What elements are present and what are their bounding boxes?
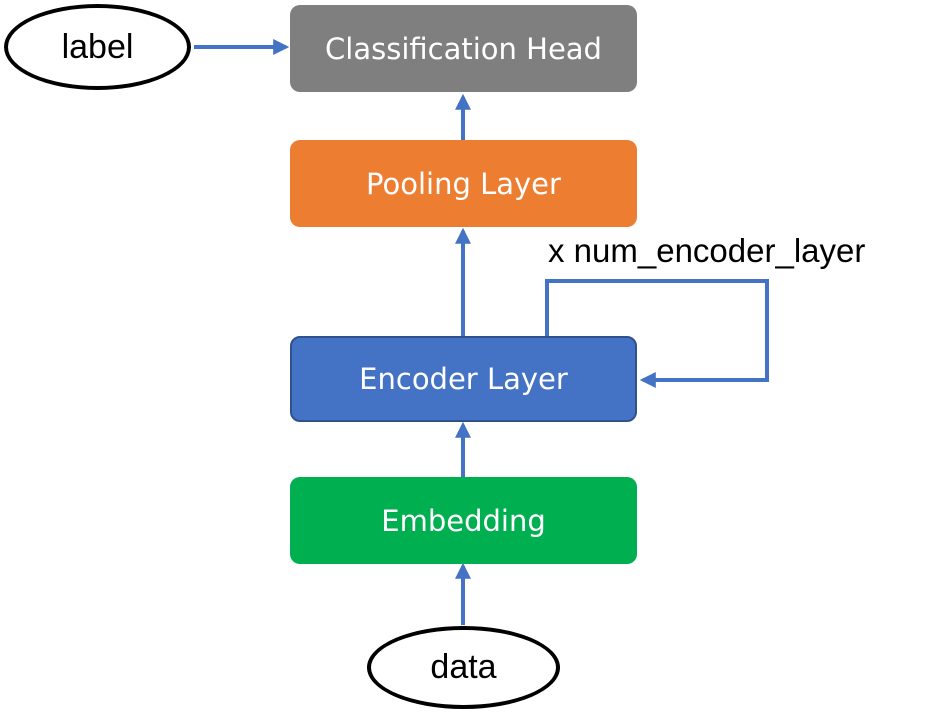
loop-count-label: x num_encoder_layer [548, 232, 866, 269]
encoder-layer-node: Encoder Layer [290, 336, 637, 422]
classification-head-node: Classification Head [290, 5, 637, 92]
pooling-layer-node: Pooling Layer [290, 140, 637, 227]
embedding-node: Embedding [290, 477, 637, 564]
arrow-encoder-loop [545, 279, 769, 388]
data-node: data [367, 626, 560, 709]
label-node: label [4, 4, 191, 90]
